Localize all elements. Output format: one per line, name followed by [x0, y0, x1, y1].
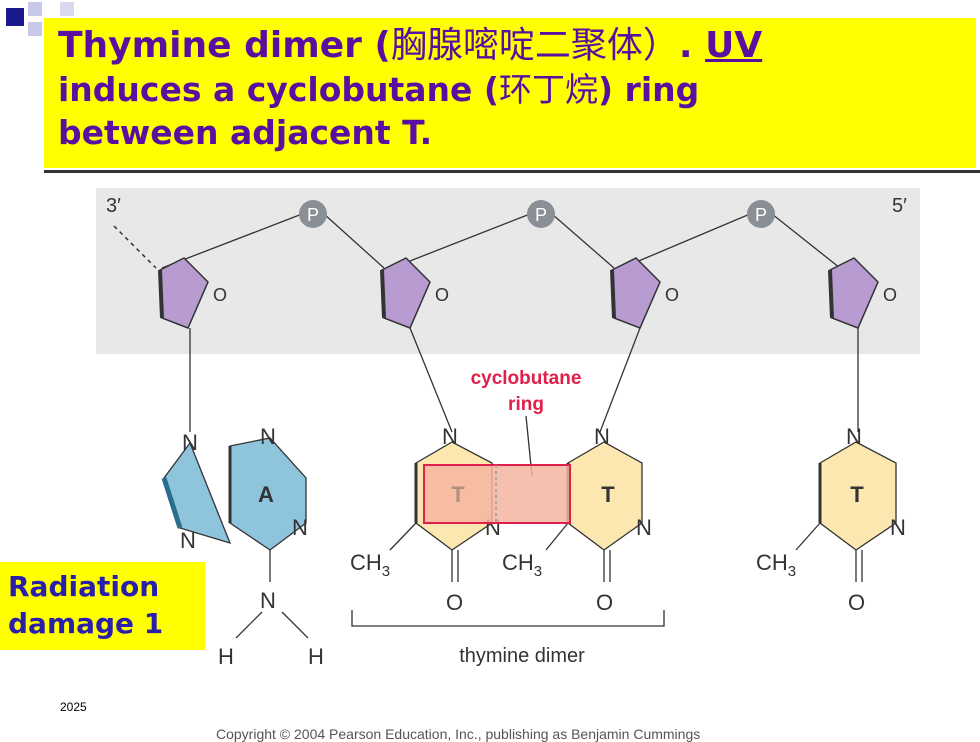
svg-text:CH3: CH3: [756, 550, 796, 580]
svg-text:P: P: [755, 205, 767, 225]
corner-square-light-2: [28, 22, 42, 36]
end-3-label: 3′: [106, 195, 121, 217]
sugar-3: O: [610, 257, 679, 329]
corner-square-light: [28, 2, 42, 16]
side-label-line1: Radiation: [8, 570, 160, 603]
backbone-dash: [113, 225, 157, 269]
title-punct: .: [678, 25, 706, 66]
svg-text:N: N: [180, 528, 196, 553]
side-label-line2: damage 1: [8, 607, 164, 640]
copyright-notice: Copyright © 2004 Pearson Education, Inc.…: [216, 726, 701, 742]
cyclobutane-label-line2: ring: [508, 394, 544, 415]
svg-text:A: A: [258, 482, 274, 507]
title-line-2: induces a cyclobutane (环丁烷) ring: [58, 68, 976, 111]
svg-text:P: P: [307, 205, 319, 225]
svg-text:P: P: [535, 205, 547, 225]
thymine-dimer-diagram: 3′ 5′ P P P O O O O: [96, 188, 920, 669]
svg-text:H: H: [308, 644, 324, 669]
corner-square-dark: [6, 8, 24, 26]
svg-text:O: O: [446, 590, 463, 615]
svg-text:N: N: [594, 424, 610, 449]
svg-text:N: N: [636, 515, 652, 540]
slide-title: Thymine dimer (胸腺嘧啶二聚体）. UV induces a cy…: [44, 18, 976, 168]
svg-text:N: N: [890, 515, 906, 540]
svg-text:H: H: [218, 644, 234, 669]
cyclobutane-label-line1: cyclobutane: [471, 368, 582, 389]
svg-text:O: O: [883, 285, 897, 305]
svg-text:O: O: [213, 285, 227, 305]
svg-text:T: T: [451, 482, 465, 507]
radiation-damage-label: Radiation damage 1: [0, 562, 205, 650]
svg-text:T: T: [850, 482, 864, 507]
sugar-2: O: [380, 257, 449, 329]
title-text: ) ring: [597, 70, 700, 109]
corner-square-light-3: [60, 2, 74, 16]
cyclobutane-ring: T T: [423, 464, 615, 524]
sugar-4: O: [828, 257, 897, 329]
svg-text:thymine dimer: thymine dimer: [459, 645, 585, 667]
thymine-base-3: T N N O CH3: [756, 424, 906, 615]
glycosidic-links: [189, 327, 859, 433]
title-text: Thymine dimer (: [58, 25, 391, 66]
phosphate-1: P: [299, 200, 327, 228]
footer-date: 2025: [60, 700, 87, 714]
svg-text:O: O: [596, 590, 613, 615]
phosphate-2: P: [527, 200, 555, 228]
svg-text:O: O: [435, 285, 449, 305]
adenine-base: A N N N N N H H: [161, 424, 324, 669]
title-text: induces a cyclobutane (: [58, 70, 499, 109]
svg-text:N: N: [260, 588, 276, 613]
sugar-1: O: [158, 257, 227, 329]
title-divider: [44, 170, 980, 173]
svg-text:N: N: [182, 430, 198, 455]
svg-text:N: N: [260, 424, 276, 449]
svg-text:CH3: CH3: [502, 550, 542, 580]
svg-text:N: N: [846, 424, 862, 449]
title-line-3: between adjacent T.: [58, 113, 433, 152]
title-cjk-text: 胸腺嘧啶二聚体）: [390, 25, 679, 66]
backbone-background: [96, 188, 920, 354]
phosphate-3: P: [747, 200, 775, 228]
thymine-dimer-bracket: thymine dimer: [351, 610, 665, 667]
svg-text:O: O: [665, 285, 679, 305]
svg-text:O: O: [848, 590, 865, 615]
title-cjk-text: 环丁烷: [498, 70, 598, 109]
title-line-1: Thymine dimer (胸腺嘧啶二聚体）. UV: [58, 24, 976, 68]
thymine-base-2: N N O CH3: [502, 424, 652, 615]
svg-text:T: T: [601, 482, 615, 507]
svg-text:N: N: [442, 424, 458, 449]
title-uv-link: UV: [705, 25, 763, 66]
svg-text:CH3: CH3: [350, 550, 390, 580]
end-5-label: 5′: [892, 195, 907, 217]
svg-text:N: N: [292, 515, 308, 540]
